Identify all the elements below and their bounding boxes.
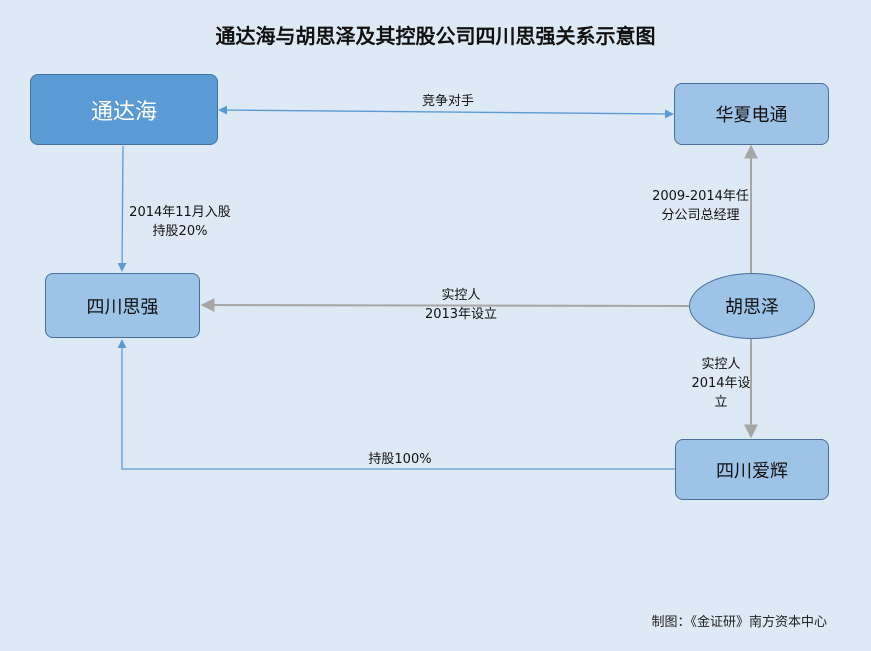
controller-aihui-line2: 2014年设 (691, 376, 751, 391)
node-tongdahai: 通达海 (30, 74, 218, 145)
controller-siqiang-line1: 实控人 (441, 288, 481, 303)
stake-label: 2014年11月入股 持股20% (110, 203, 250, 241)
holding-arrow (117, 339, 675, 470)
controller-aihui-label: 实控人 2014年设 立 (676, 355, 766, 412)
gm-label: 2009-2014年任 分公司总经理 (638, 187, 763, 225)
controller-aihui-line1: 实控人 (701, 357, 741, 372)
controller-siqiang-line2: 2013年设立 (424, 307, 498, 322)
competitor-label: 竞争对手 (421, 94, 474, 109)
diagram-title: 通达海与胡思泽及其控股公司四川思强关系示意图 (215, 24, 656, 48)
controller-siqiang-arrow (200, 298, 690, 313)
node-sichuan-aihui: 四川爱辉 (675, 439, 829, 500)
node-huaxia-diantong: 华夏电通 (674, 83, 829, 145)
node-sichuan-siqiang: 四川思强 (45, 273, 200, 338)
holding-label: 持股100% (368, 452, 432, 467)
controller-aihui-line3: 立 (714, 395, 728, 410)
stake-label-line1: 2014年11月入股 (129, 205, 231, 220)
chart-credit: 制图：《金证研》南方资本中心 (651, 615, 827, 630)
gm-label-line1: 2009-2014年任 (652, 189, 749, 204)
controller-siqiang-label: 实控人 2013年设立 (401, 286, 521, 324)
gm-label-line2: 分公司总经理 (661, 208, 740, 223)
stake-label-line2: 持股20% (152, 224, 208, 239)
competitor-arrow (218, 105, 674, 119)
node-husize: 胡思泽 (689, 273, 815, 339)
stake-arrow (117, 145, 127, 272)
